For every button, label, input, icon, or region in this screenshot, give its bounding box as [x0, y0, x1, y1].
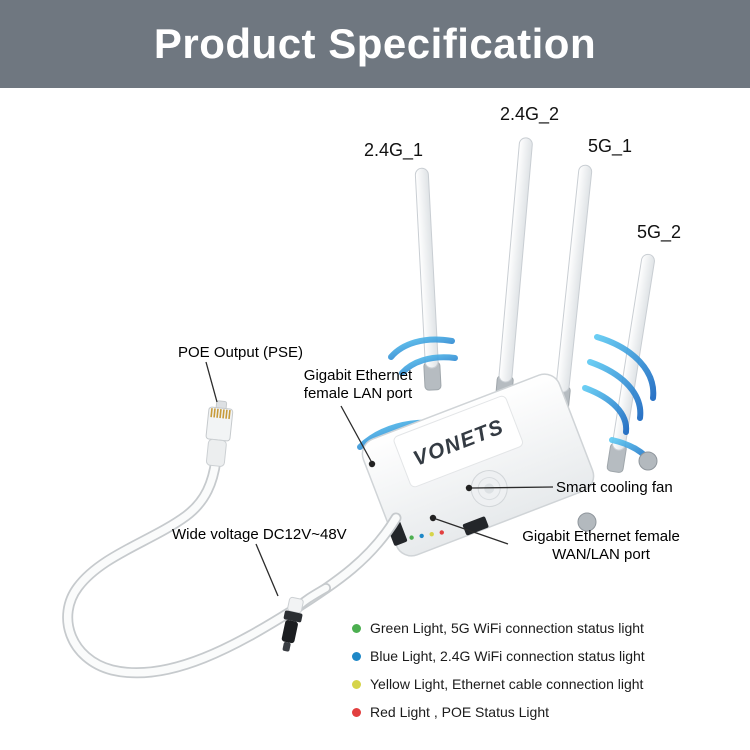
legend-text-blue: Blue Light, 2.4G WiFi connection status … — [370, 648, 645, 664]
callout-wan-lan-port: Gigabit Ethernet female WAN/LAN port — [522, 528, 680, 563]
lan-leader-line — [340, 405, 372, 462]
green-bullet-icon — [352, 623, 361, 633]
status-light-legend: Green Light, 5G WiFi connection status l… — [352, 620, 645, 732]
yellow-bullet-icon — [352, 679, 361, 689]
legend-text-yellow: Yellow Light, Ethernet cable connection … — [370, 676, 644, 692]
callout-lan-port: Gigabit Ethernet female LAN port — [303, 367, 413, 402]
blue-bullet-icon — [352, 651, 361, 661]
cooling-fan-icon — [470, 470, 508, 508]
antenna-label-2-4g-1: 2.4G_1 — [364, 140, 424, 160]
callout-poe-output: POE Output (PSE) — [178, 344, 304, 361]
legend-item-green: Green Light, 5G WiFi connection status l… — [352, 620, 645, 636]
antenna-5g-1 — [551, 164, 593, 415]
header-banner: Product Specification — [0, 0, 750, 88]
callout-lines — [205, 361, 554, 597]
voltage-leader-line — [255, 543, 279, 597]
ethernet-cable — [62, 454, 402, 679]
callout-cooling-fan: Smart cooling fan — [556, 479, 673, 496]
router-device-body: VONETS — [361, 373, 595, 557]
fan-leader-line — [471, 486, 554, 489]
legend-item-yellow: Yellow Light, Ethernet cable connection … — [352, 676, 645, 692]
red-bullet-icon — [352, 707, 361, 717]
legend-item-blue: Blue Light, 2.4G WiFi connection status … — [352, 648, 645, 664]
antenna-2-4g-1 — [414, 167, 442, 391]
brand-sticker — [393, 395, 524, 488]
wan-leader-dot — [429, 514, 437, 522]
dc-power-plug — [281, 596, 304, 652]
antenna-label-5g-2: 5G_2 — [637, 222, 682, 242]
wan-leader-line — [435, 518, 509, 545]
callout-wide-voltage: Wide voltage DC12V~48V — [172, 526, 347, 543]
antenna-label-5g-1: 5G_1 — [588, 136, 633, 156]
device-foot — [577, 512, 597, 532]
antenna-label-2-4g-2: 2.4G_2 — [500, 104, 560, 124]
fan-leader-dot — [465, 484, 473, 492]
legend-item-red: Red Light , POE Status Light — [352, 704, 645, 720]
poe-leader-line — [205, 361, 218, 403]
page-title: Product Specification — [153, 20, 597, 67]
rj45-connector — [205, 400, 234, 467]
lan-leader-dot — [368, 460, 376, 468]
legend-text-green: Green Light, 5G WiFi connection status l… — [370, 620, 644, 636]
antenna-2-4g-2 — [494, 137, 533, 405]
airflow-swoosh-top — [388, 336, 458, 376]
legend-text-red: Red Light , POE Status Light — [370, 704, 549, 720]
device-foot — [638, 451, 658, 471]
status-led-strip — [409, 530, 444, 540]
